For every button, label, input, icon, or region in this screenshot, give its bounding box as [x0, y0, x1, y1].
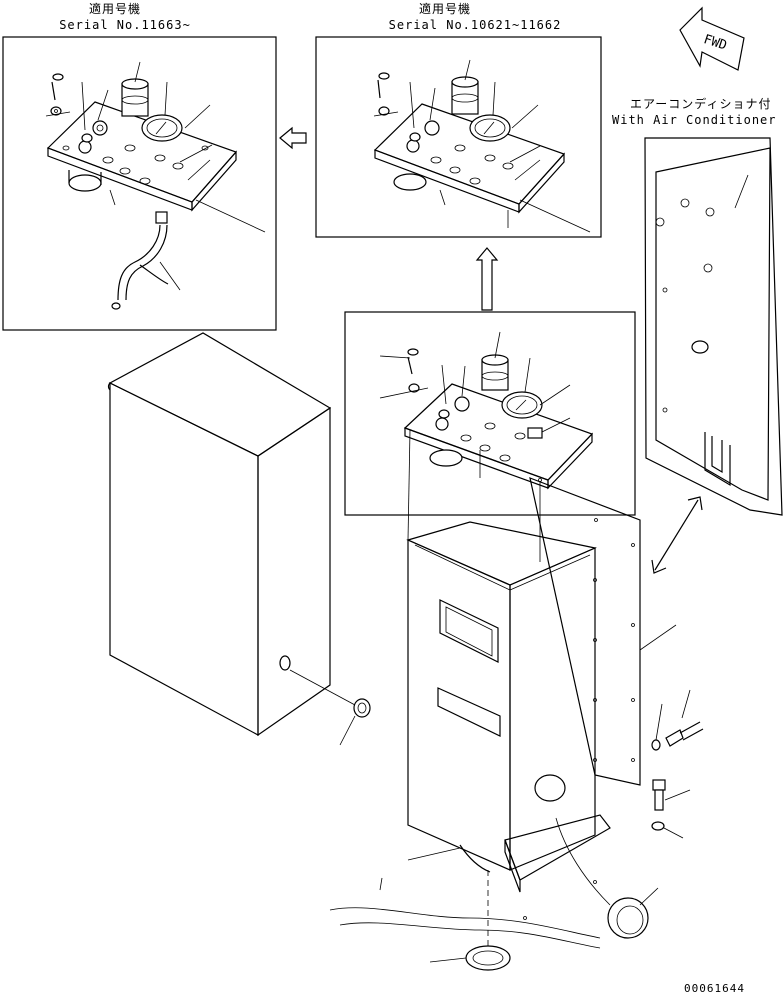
- ring-seals: [429, 817, 659, 971]
- aircon-jp-label: エアーコンディショナ付: [630, 97, 772, 111]
- left-arrow-icon: [279, 126, 307, 150]
- inset-serial-10621-11662: [315, 36, 602, 238]
- up-arrow-icon: [475, 247, 499, 311]
- tank-cover-box: [107, 332, 371, 746]
- left-serial-label: Serial No.11663~: [59, 18, 191, 32]
- bolt-washer-set: [651, 689, 704, 839]
- left-applicable-label: 適用号機: [88, 2, 141, 16]
- inset-current-assembly: [344, 311, 636, 516]
- fwd-label: FWD: [702, 32, 729, 54]
- aircon-en-label: With Air Conditioner: [612, 113, 777, 127]
- floor-outline: [329, 907, 601, 949]
- aircon-cover-plate: [644, 137, 783, 516]
- mid-applicable-label: 適用号機: [418, 2, 471, 16]
- mid-serial-label: Serial No.10621~11662: [388, 18, 562, 32]
- double-arrow-icon: [651, 496, 703, 574]
- fwd-arrow-icon: FWD: [679, 6, 745, 71]
- hydraulic-tank-body: [379, 429, 677, 955]
- drawing-number: 00061644: [684, 982, 745, 995]
- inset-serial-11663: [2, 36, 277, 331]
